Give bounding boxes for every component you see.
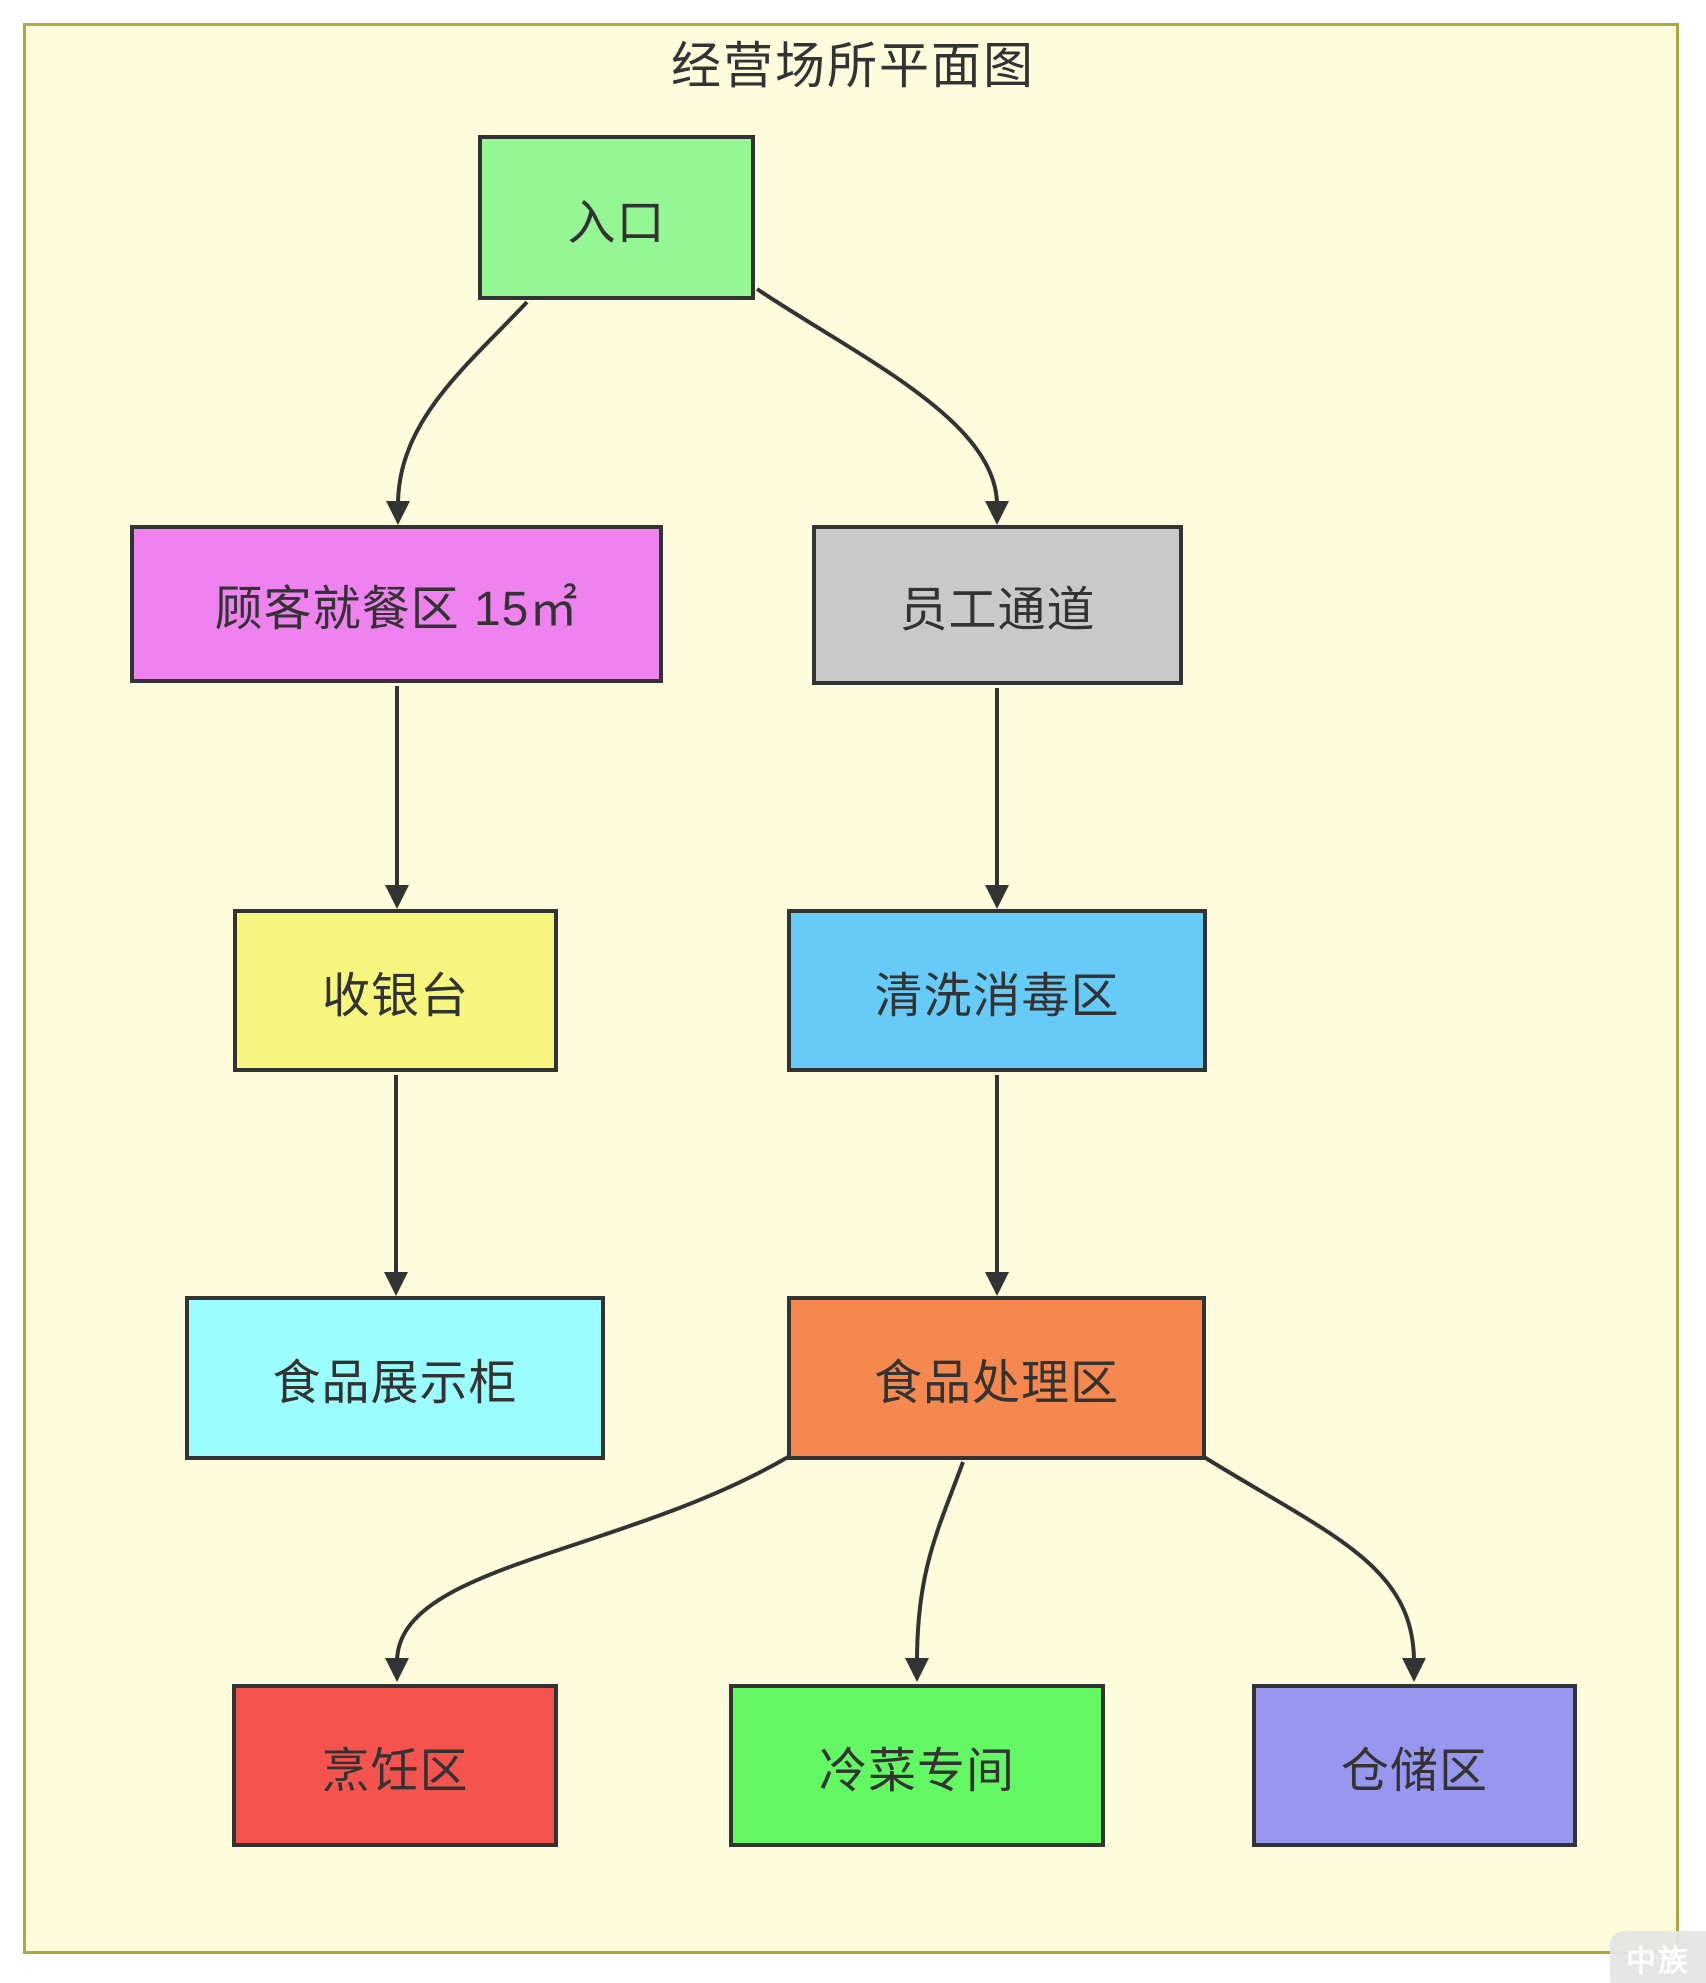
node-cooking: 烹饪区: [232, 1684, 558, 1847]
node-processing: 食品处理区: [787, 1296, 1206, 1460]
node-label: 仓储区: [1340, 1744, 1488, 1798]
node-label: 收银台: [321, 969, 469, 1023]
node-display: 食品展示柜: [185, 1296, 605, 1460]
node-label: 冷菜专间: [818, 1744, 1015, 1798]
node-label: 清洗消毒区: [874, 969, 1120, 1023]
node-cold-dish: 冷菜专间: [729, 1684, 1105, 1847]
diagram-title: 经营场所平面图: [671, 38, 1035, 94]
node-label: 入口: [567, 196, 666, 250]
node-cleaning: 清洗消毒区: [787, 909, 1207, 1072]
watermark-text: 中族: [1626, 1945, 1690, 1978]
node-label: 员工通道: [899, 584, 1096, 637]
node-cashier: 收银台: [233, 909, 558, 1072]
node-label: 烹饪区: [321, 1744, 469, 1798]
node-dining: 顾客就餐区 15㎡: [130, 525, 663, 683]
node-storage: 仓储区: [1252, 1684, 1577, 1847]
node-label: 食品展示柜: [272, 1357, 518, 1410]
node-label: 顾客就餐区 15㎡: [214, 583, 579, 636]
node-entrance: 入口: [478, 135, 755, 300]
node-label: 食品处理区: [873, 1357, 1119, 1410]
watermark-badge: 中族: [1610, 1931, 1706, 1983]
node-staff: 员工通道: [812, 525, 1183, 685]
